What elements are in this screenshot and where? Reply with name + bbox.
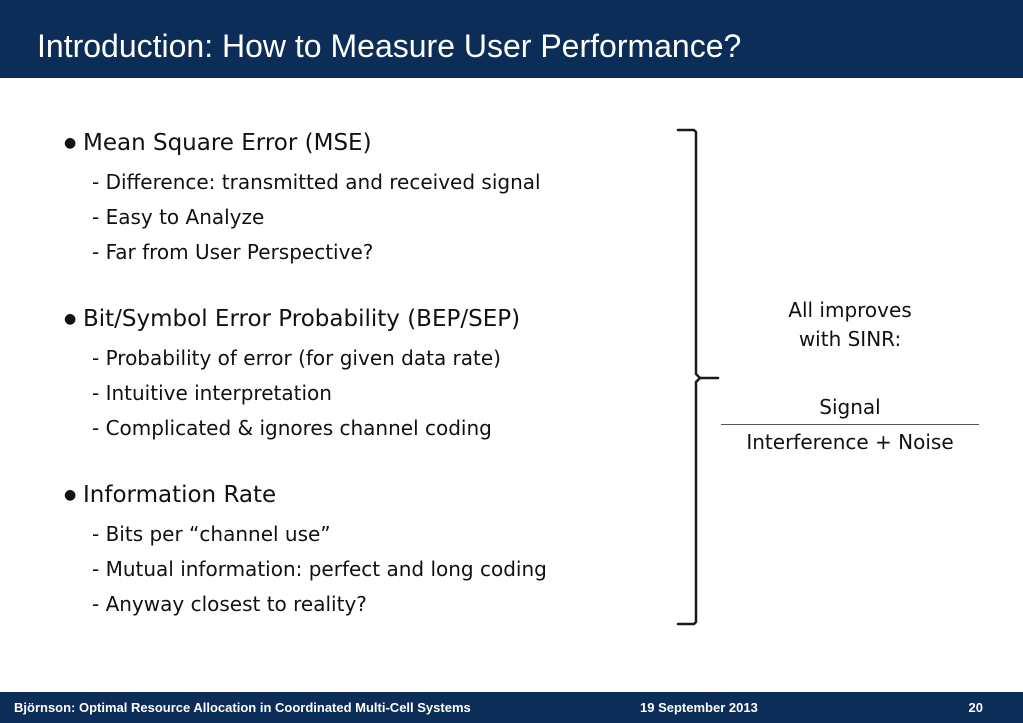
page-number: 20 xyxy=(968,700,983,715)
section-mse: ● Mean Square Error (MSE) - Difference: … xyxy=(64,124,684,270)
footer-date: 19 September 2013 xyxy=(640,700,758,715)
bullet-heading-text: Mean Square Error (MSE) xyxy=(83,130,372,156)
sinr-note-line: All improves xyxy=(788,298,912,322)
sinr-fraction: Signal Interference + Noise xyxy=(720,392,980,458)
sub-item: - Anyway closest to reality? xyxy=(92,592,367,616)
sub-item: - Mutual information: perfect and long c… xyxy=(92,557,547,581)
bullet-heading: ● Bit/Symbol Error Probability (BEP/SEP) xyxy=(64,300,684,341)
section-bep: ● Bit/Symbol Error Probability (BEP/SEP)… xyxy=(64,300,684,446)
bullet-heading-text: Information Rate xyxy=(83,482,277,508)
sub-item: - Probability of error (for given data r… xyxy=(92,346,501,370)
sinr-note-line: with SINR: xyxy=(798,327,902,351)
bullet-content: ● Mean Square Error (MSE) - Difference: … xyxy=(64,124,684,652)
sub-item: - Difference: transmitted and received s… xyxy=(92,170,541,194)
footer-bar: Björnson: Optimal Resource Allocation in… xyxy=(0,692,1023,723)
bullet-heading: ● Mean Square Error (MSE) xyxy=(64,124,684,165)
bullet-dot-icon: ● xyxy=(64,135,77,151)
bullet-heading: ● Information Rate xyxy=(64,476,684,517)
bullet-dot-icon: ● xyxy=(64,311,77,327)
sub-item: - Bits per “channel use” xyxy=(92,522,331,546)
fraction-numerator: Signal xyxy=(819,395,881,419)
bullet-heading-text: Bit/Symbol Error Probability (BEP/SEP) xyxy=(83,306,521,332)
sub-item: - Complicated & ignores channel coding xyxy=(92,416,492,440)
right-curly-brace xyxy=(676,128,720,626)
title-divider xyxy=(0,78,1023,81)
fraction-bar xyxy=(721,424,979,425)
footer-author-title: Björnson: Optimal Resource Allocation in… xyxy=(14,700,471,715)
sub-item: - Far from User Perspective? xyxy=(92,240,374,264)
section-information-rate: ● Information Rate - Bits per “channel u… xyxy=(64,476,684,622)
sub-item: - Easy to Analyze xyxy=(92,205,265,229)
fraction-denominator: Interference + Noise xyxy=(746,430,954,454)
bullet-dot-icon: ● xyxy=(64,487,77,503)
title-bar: Introduction: How to Measure User Perfor… xyxy=(0,0,1023,78)
sinr-note: All improves with SINR: Signal Interfere… xyxy=(720,296,980,458)
sub-item: - Intuitive interpretation xyxy=(92,381,332,405)
slide-title: Introduction: How to Measure User Perfor… xyxy=(37,28,742,64)
